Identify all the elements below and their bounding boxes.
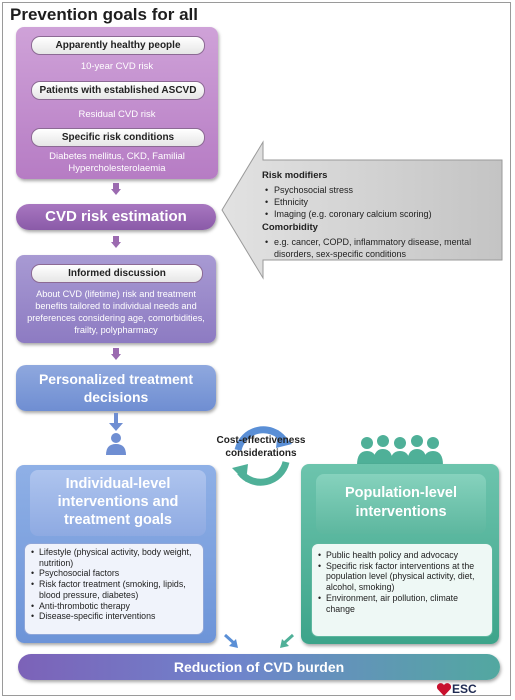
- list-item: Public health policy and advocacy: [318, 550, 488, 561]
- personalized-treatment-decisions: Personalized treatment decisions: [16, 365, 216, 411]
- informed-discussion-text: About CVD (lifetime) risk and treatment …: [27, 289, 205, 335]
- group-text-specific: Diabetes mellitus, CKD, Familial Hyperch…: [49, 151, 185, 174]
- group-text-healthy: 10-year CVD risk: [80, 61, 154, 72]
- comorbidity-heading: Comorbidity: [262, 222, 318, 233]
- esc-logo: ESC: [452, 682, 477, 696]
- down-arrow-icon: [111, 236, 121, 248]
- list-item: Anti-thrombotic therapy: [31, 601, 199, 612]
- list-item: Psychosocial factors: [31, 568, 199, 579]
- person-icon: [106, 413, 126, 455]
- informed-discussion-label: Informed discussion: [31, 264, 203, 283]
- list-item: Specific risk factor interventions at th…: [318, 561, 488, 593]
- risk-modifier-item: Ethnicity: [265, 196, 477, 208]
- diagonal-arrow-icon: [280, 633, 295, 648]
- list-item: Lifestyle (physical activity, body weigh…: [31, 547, 199, 568]
- heart-icon: [436, 683, 452, 696]
- diagonal-arrow-icon: [223, 633, 238, 648]
- group-text-ascvd: Residual CVD risk: [78, 109, 156, 120]
- risk-modifiers-content: Risk modifiers Psychosocial stress Ethni…: [262, 170, 477, 260]
- figure-frame: [2, 2, 511, 696]
- group-label-ascvd: Patients with established ASCVD: [31, 81, 205, 100]
- cost-effectiveness-label: Cost-effectiveness considerations: [216, 435, 306, 459]
- group-label-specific: Specific risk conditions: [31, 128, 205, 147]
- down-arrow-icon: [111, 183, 121, 195]
- informed-discussion-box: Informed discussion About CVD (lifetime)…: [16, 255, 216, 343]
- prevention-goals-box: Apparently healthy people 10-year CVD ri…: [16, 27, 218, 179]
- page-title: Prevention goals for all: [10, 5, 198, 24]
- cvd-risk-estimation: CVD risk estimation: [16, 204, 216, 230]
- individual-level-title: Individual-level interventions and treat…: [30, 470, 206, 536]
- group-label-healthy: Apparently healthy people: [31, 36, 205, 55]
- individual-level-list: Lifestyle (physical activity, body weigh…: [24, 543, 204, 635]
- list-item: Environment, air pollution, climate chan…: [318, 593, 488, 614]
- risk-modifier-item: Psychosocial stress: [265, 184, 477, 196]
- reduction-of-cvd-burden: Reduction of CVD burden: [18, 654, 500, 680]
- population-level-title: Population-level interventions: [316, 474, 486, 534]
- cycle-arrows-icon: [232, 426, 292, 486]
- risk-modifier-item: Imaging (e.g. coronary calcium scoring): [265, 208, 477, 220]
- list-item: Risk factor treatment (smoking, lipids, …: [31, 579, 199, 600]
- risk-modifiers-heading: Risk modifiers: [262, 170, 328, 181]
- comorbidity-item: e.g. cancer, COPD, inflammatory disease,…: [265, 236, 477, 260]
- list-item: Disease-specific interventions: [31, 611, 199, 622]
- down-arrow-icon: [111, 348, 121, 360]
- population-group-icon: [357, 435, 443, 465]
- population-level-list: Public health policy and advocacy Specif…: [311, 543, 493, 637]
